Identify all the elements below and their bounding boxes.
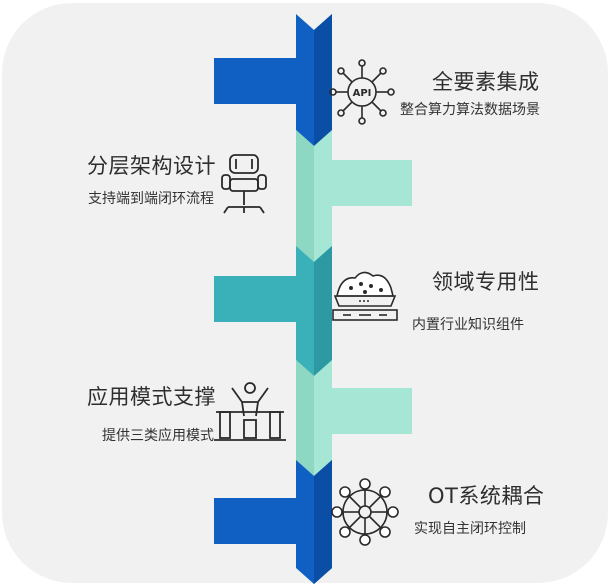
step-2-title: 分层架构设计 [87, 154, 216, 178]
step-1-title: 全要素集成 [432, 70, 540, 94]
step-5-title: OT系统耦合 [428, 484, 545, 508]
chair-icon [221, 154, 267, 214]
tray-icon [332, 271, 398, 321]
step-3-title: 领域专用性 [432, 270, 540, 294]
svg-text:API: API [353, 88, 372, 99]
step-5-desc: 实现自主闭环控制 [414, 521, 526, 537]
step-5-arrow [214, 460, 332, 584]
step-2-arrow [296, 130, 412, 264]
step-4-title: 应用模式支撑 [87, 385, 216, 409]
step-4-arrow [296, 360, 412, 478]
step-2-desc: 支持端到端闭环流程 [88, 191, 214, 207]
person-bridge-icon [214, 382, 286, 441]
api-hub-icon: API [329, 59, 395, 125]
step-1-arrow [214, 14, 332, 148]
step-3-arrow [214, 246, 332, 378]
step-3-desc: 内置行业知识组件 [412, 317, 524, 333]
step-4-desc: 提供三类应用模式 [102, 428, 214, 444]
network-wheel-icon [331, 478, 399, 546]
step-1-desc: 整合算力算法数据场景 [400, 102, 540, 118]
